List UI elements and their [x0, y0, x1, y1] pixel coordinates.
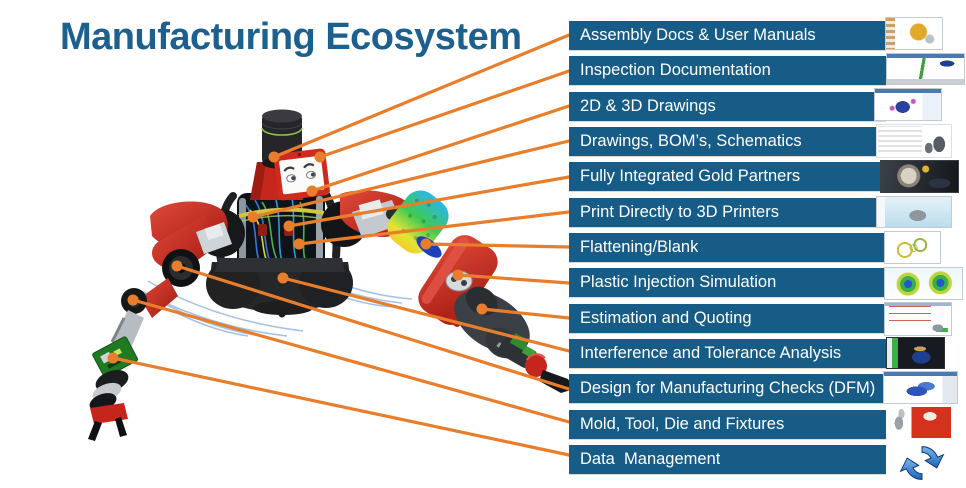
category-bar-label: Mold, Tool, Die and Fixtures [580, 414, 785, 433]
inspection-documentation-thumbnail [886, 53, 965, 85]
category-bar-row: 2D & 3D Drawings [569, 91, 886, 121]
category-bar-row: Plastic Injection Simulation [569, 268, 886, 298]
category-bar-label: Interference and Tolerance Analysis [580, 343, 842, 362]
category-bar-label: Flattening/Blank [580, 237, 699, 256]
category-bar-row: Assembly Docs & User Manuals [569, 21, 886, 50]
robot-torso [206, 189, 353, 318]
assembly-docs-thumbnail [885, 17, 943, 50]
estimation-quoting-thumbnail [884, 302, 952, 336]
category-bar-row: Drawings, BOM’s, Schematics [569, 126, 886, 156]
category-bar-label: Assembly Docs & User Manuals [580, 26, 816, 44]
category-bar-row: Inspection Documentation [569, 56, 886, 86]
bom-schematics-thumbnail [876, 124, 952, 158]
2d-3d-drawings-thumbnail [874, 88, 942, 121]
category-bar-label: 2D & 3D Drawings [580, 96, 716, 115]
category-bar-row: Flattening/Blank [569, 232, 886, 262]
injection-simulation-thumbnail [884, 267, 963, 300]
category-bar-row: Interference and Tolerance Analysis [569, 338, 886, 368]
mold-tool-die-thumbnail [889, 407, 951, 438]
sync-arrows-icon [899, 446, 945, 480]
gold-partners-thumbnail [880, 160, 959, 193]
category-bar-row: Estimation and Quoting [569, 303, 886, 333]
callout-lines [111, 33, 571, 457]
category-bar-row: Fully Integrated Gold Partners [569, 162, 886, 192]
callout-anchor-dots [107, 151, 488, 364]
category-bar-row: Design for Manufacturing Checks (DFM) [569, 374, 886, 404]
category-bar-label: Data Management [580, 449, 721, 468]
category-bar-label: Fully Integrated Gold Partners [580, 167, 801, 186]
category-bar-label: Design for Manufacturing Checks (DFM) [580, 379, 876, 398]
category-bar-label: Inspection Documentation [580, 61, 771, 80]
category-bar-label: Plastic Injection Simulation [580, 273, 777, 292]
category-bar-row: Data Management [569, 444, 886, 474]
category-bar-label: Print Directly to 3D Printers [580, 202, 779, 221]
flattening-blank-thumbnail [884, 231, 941, 264]
data-management-sync-icon [894, 440, 950, 486]
category-bar-row: Mold, Tool, Die and Fixtures [569, 409, 886, 439]
category-bar-row: Print Directly to 3D Printers [569, 197, 886, 227]
category-bar-label: Drawings, BOM’s, Schematics [580, 131, 802, 150]
page-title: Manufacturing Ecosystem [60, 16, 522, 58]
robot-left-arm [88, 214, 232, 441]
dfm-checks-thumbnail [883, 371, 958, 404]
category-bar-label: Estimation and Quoting [580, 308, 752, 327]
tolerance-analysis-thumbnail [886, 337, 945, 369]
3d-printer-thumbnail [876, 196, 952, 228]
